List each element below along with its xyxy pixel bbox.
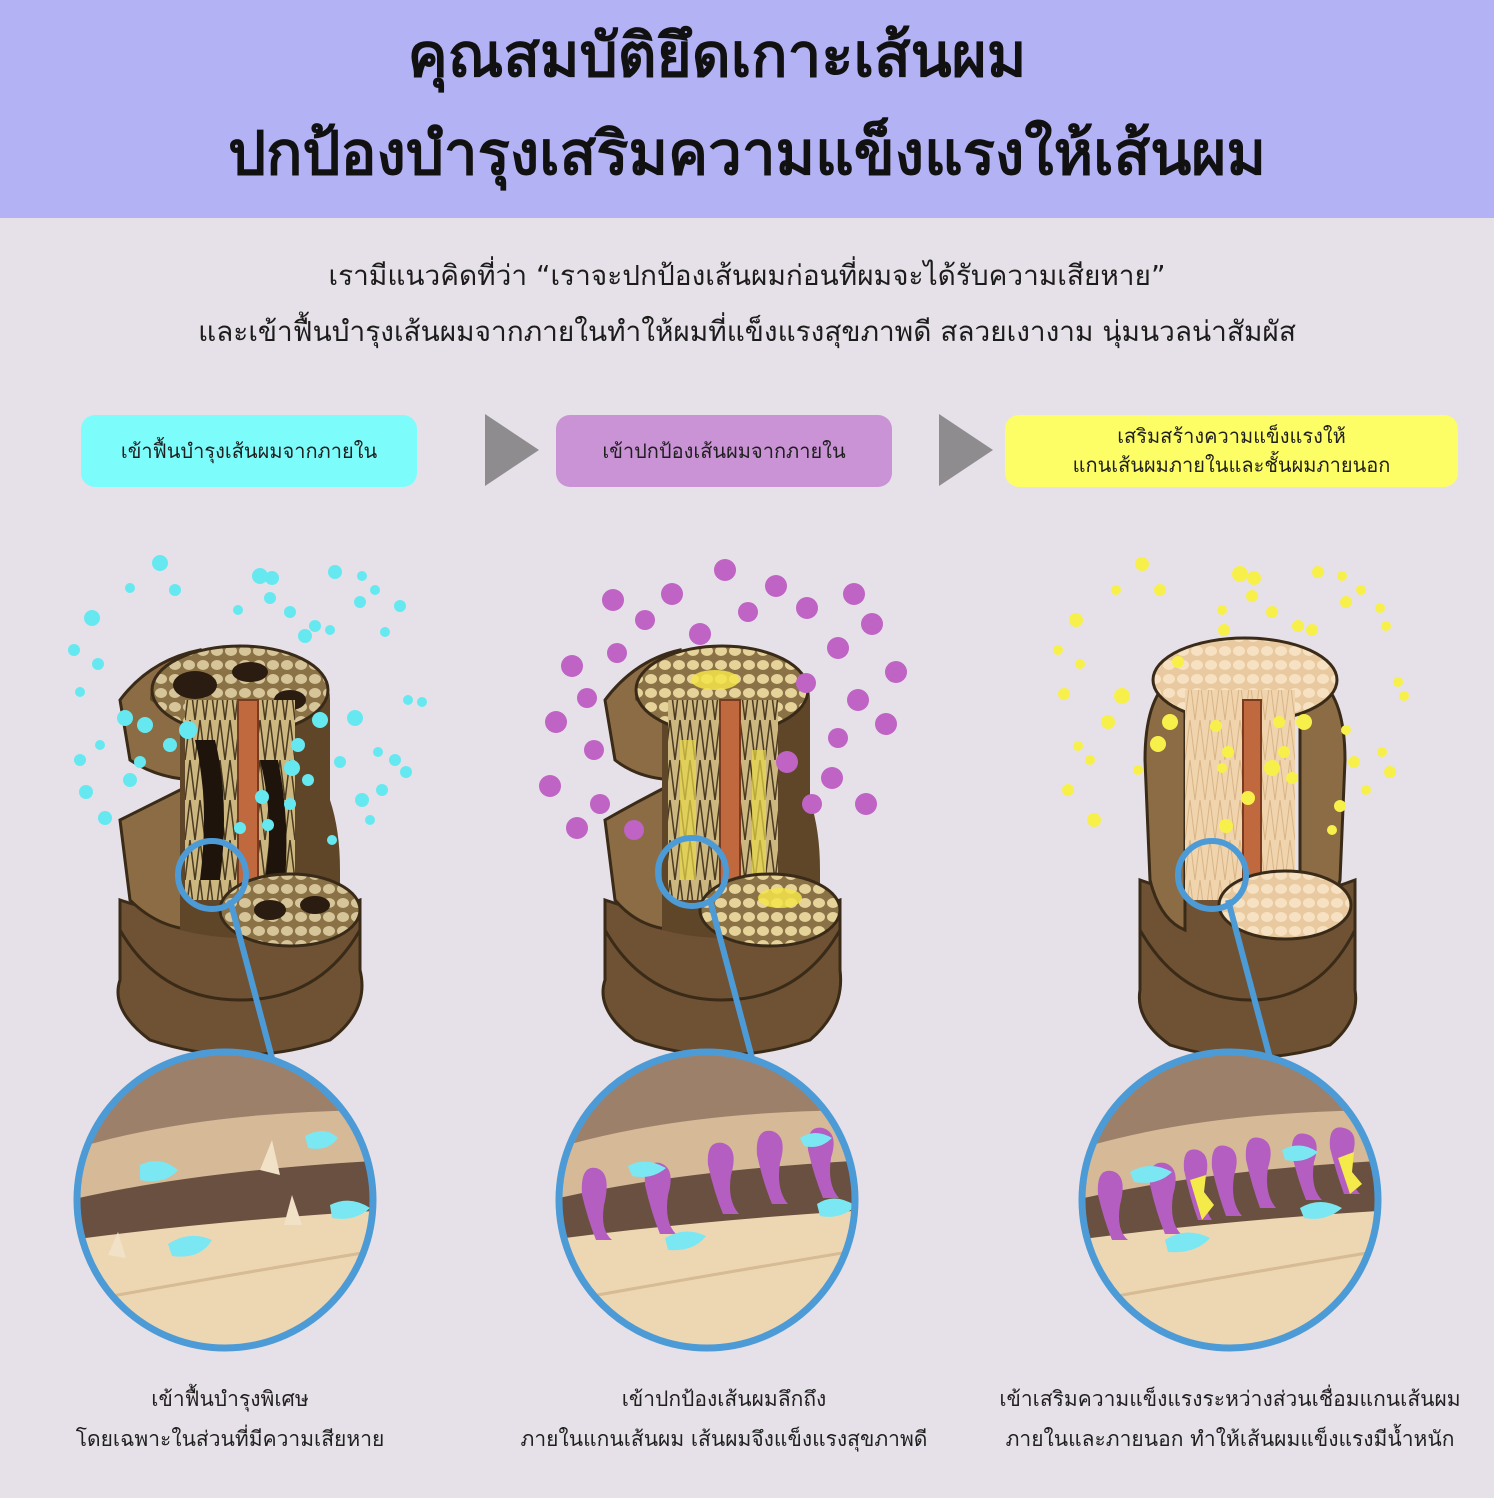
hair-strand-strengthened [1137, 636, 1358, 1059]
hair-strand-protected [601, 644, 843, 1057]
caption-2: เข้าปกป้องเส้นผมลึกถึง ภายในแกนเส้นผม เส… [474, 1380, 974, 1460]
magnifier-pointer-3 [1225, 899, 1273, 1059]
caption-2-line2: ภายในแกนเส้นผม เส้นผมจึงแข็งแรงสุขภาพดี [520, 1426, 928, 1451]
step-arrow-2-icon [939, 414, 993, 486]
caption-2-line1: เข้าปกป้องเส้นผมลึกถึง [621, 1387, 827, 1411]
particles-yellow [1053, 557, 1409, 835]
step-1-label: เข้าฟื้นบำรุงเส้นผมจากภายใน [81, 415, 417, 487]
magnifier-lens-small-1 [175, 838, 249, 912]
step-3-label: เสริมสร้างความแข็งแรงให้ แกนเส้นผมภายในแ… [1005, 415, 1458, 487]
magnified-view-3 [1082, 1052, 1378, 1348]
caption-1-line2: โดยเฉพาะในส่วนที่มีความเสียหาย [75, 1426, 385, 1451]
magnifier-pointer-2 [707, 899, 755, 1059]
intro-line-1: เรามีแนวคิดที่ว่า “เราจะปกป้องเส้นผมก่อน… [328, 259, 1166, 292]
magnifier-pointer-1 [227, 899, 275, 1059]
magnifier-lens-small-2 [655, 835, 729, 909]
step-2-text: เข้าปกป้องเส้นผมจากภายใน [602, 438, 846, 463]
step-1-text: เข้าฟื้นบำรุงเส้นผมจากภายใน [120, 438, 378, 463]
header-banner: คุณสมบัติยึดเกาะเส้นผม ปกป้องบำรุงเสริมค… [0, 0, 1494, 218]
step-2-label: เข้าปกป้องเส้นผมจากภายใน [556, 415, 892, 487]
caption-1: เข้าฟื้นบำรุงพิเศษ โดยเฉพาะในส่วนที่มีคว… [20, 1380, 440, 1460]
magnified-view-2 [559, 1052, 855, 1348]
magnifier-ring-3 [1078, 1048, 1382, 1352]
intro-line-2: และเข้าฟื้นบำรุงเส้นผมจากภายในทำให้ผมที่… [198, 315, 1296, 348]
step-3-text-line1: เสริมสร้างความแข็งแรงให้ [1117, 424, 1346, 448]
magnifier-ring-1 [73, 1048, 377, 1352]
step-3-text-line2: แกนเส้นผมภายในและชั้นผมภายนอก [1072, 453, 1391, 477]
magnifier-ring-2 [555, 1048, 859, 1352]
magnified-view-1 [77, 1052, 373, 1348]
caption-1-line1: เข้าฟื้นบำรุงพิเศษ [151, 1387, 309, 1411]
caption-3-line2: ภายในและภายนอก ทำให้เส้นผมแข็งแรงมีน้ำหน… [1005, 1426, 1455, 1451]
caption-3-line1: เข้าเสริมความแข็งแรงระหว่างส่วนเชื่อมแกน… [999, 1387, 1461, 1411]
particles-purple [539, 559, 907, 840]
page-subtitle: ปกป้องบำรุงเสริมความแข็งแรงให้เส้นผม [228, 119, 1266, 189]
particles-cyan [68, 555, 427, 845]
page-title: คุณสมบัติยึดเกาะเส้นผม [407, 21, 1027, 91]
hair-strand-damaged [116, 644, 364, 1057]
step-arrow-1-icon [485, 414, 539, 486]
caption-3: เข้าเสริมความแข็งแรงระหว่างส่วนเชื่อมแกน… [990, 1380, 1470, 1460]
magnifier-lens-small-3 [1175, 838, 1249, 912]
